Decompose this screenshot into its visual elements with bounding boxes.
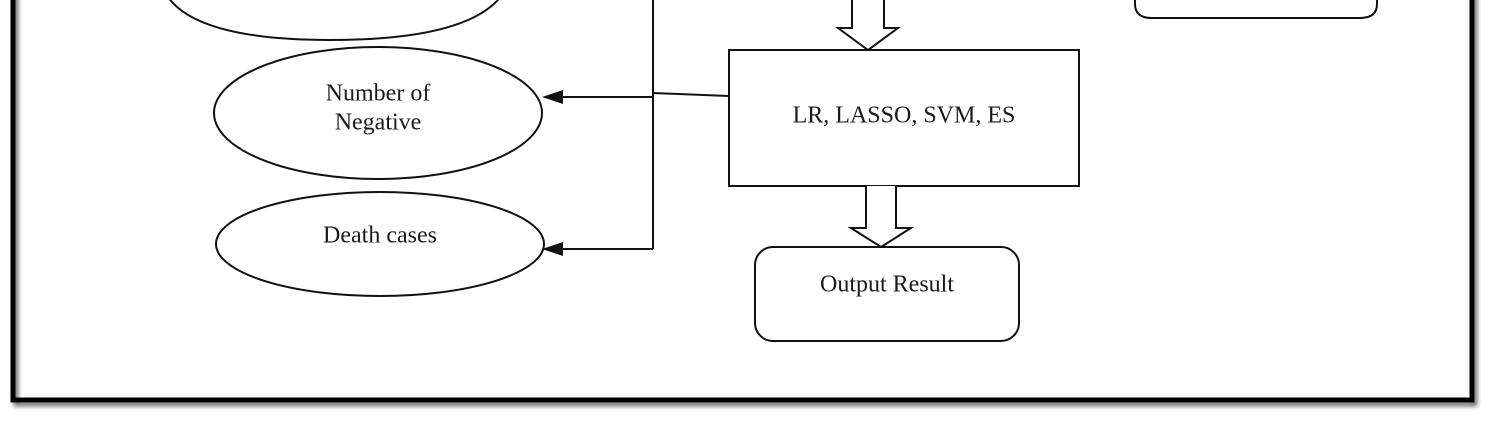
death-cases-label: Death cases bbox=[323, 223, 437, 249]
number-of-negative-label-line2: Negative bbox=[335, 110, 422, 136]
hollow-arrow-to-output bbox=[847, 186, 915, 249]
output-result-box bbox=[754, 246, 1020, 342]
number-of-negative-ellipse bbox=[213, 46, 543, 180]
arrow-death-head bbox=[542, 242, 563, 256]
cropped-top-ellipse bbox=[169, 0, 500, 42]
output-result-label: Output Result bbox=[820, 272, 954, 298]
cropped-top-right-box bbox=[1134, 0, 1378, 19]
models-box bbox=[728, 49, 1080, 187]
number-of-negative-label-line1: Number of bbox=[326, 81, 431, 107]
hollow-arrow-into-models bbox=[834, 0, 902, 52]
death-cases-ellipse bbox=[215, 191, 545, 297]
models-to-branch-line bbox=[652, 92, 730, 97]
outer-frame bbox=[10, 0, 1475, 403]
arrow-negative-head bbox=[542, 90, 563, 104]
models-label: LR, LASSO, SVM, ES bbox=[793, 103, 1016, 129]
